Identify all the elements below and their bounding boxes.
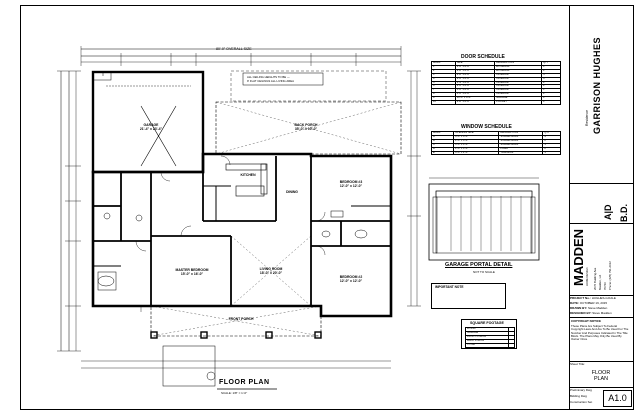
phase-bidding: Bidding Dwg [570, 394, 587, 398]
copyright-text: These Plans Are Subject To Federal Copyr… [571, 324, 629, 342]
room-dining: DINING [286, 190, 298, 194]
plan-note-1: ALL CEILING HEIGHTS TO BE --- [247, 75, 290, 79]
address-line-4: Phone: (225) 791-2612 [608, 261, 612, 290]
plan-note-2: 9' FLAT CEILINGS ALL LIVING AREA [247, 79, 294, 83]
company-cell: MADDEN HOME DESIGN 2076 Building Ave Mad… [569, 224, 633, 296]
table-row: TOTAL [464, 342, 515, 348]
address-line-1: 2076 Building Ave [593, 267, 597, 290]
floor-plan-drawing [57, 46, 540, 390]
project-number-row: PROJECT No.: HUGHES-GOALE [570, 296, 616, 300]
square-footage-box: SQUARE FOOTAGE LIVING GARAGE FRONT PORCH… [461, 319, 517, 349]
overall-dimension-label: 80'-0" OVERALL SIZE [216, 47, 252, 51]
date-row: DATE: OCTOBER 19, 2015 [570, 301, 608, 305]
designed-by-row: DESIGNED BY: Steve Madden [570, 311, 612, 315]
client-prefix: Residence [585, 109, 589, 126]
drawn-by-row: DRAWN BY: Steve Madden [570, 306, 608, 310]
phase-preliminary: Preliminary Dwg [570, 388, 592, 392]
title-block: Residence GARRISON HUGHES A|D B.D. MADDE… [569, 6, 633, 409]
drawing-sheet: 80'-0" OVERALL SIZE ALL CEILING HEIGHTS … [20, 5, 634, 410]
bd-mark: B.D. [619, 204, 629, 222]
garage-portal-detail-title: GARAGE PORTAL DETAIL [445, 262, 513, 268]
floor-plan-caption: FLOOR PLAN [219, 379, 270, 386]
phase-construction: Construction Set [570, 400, 593, 404]
project-info-cell: PROJECT No.: HUGHES-GOALE DATE: OCTOBER … [569, 296, 633, 318]
window-schedule-title: WINDOW SCHEDULE [461, 124, 512, 130]
door-schedule-title: DOOR SCHEDULE [461, 54, 505, 60]
square-footage-table: LIVING GARAGE FRONT PORCH BACK PORCH TOT… [464, 327, 515, 348]
ad-bd-cell: A|D B.D. [569, 184, 633, 224]
important-note-box: IMPORTANT NOTE [431, 283, 506, 309]
company-logo: MADDEN [571, 228, 586, 286]
ad-mark: A|D [603, 204, 613, 220]
important-note-title: IMPORTANT NOTE [435, 285, 464, 289]
sheet-title: FLOOR PLAN [591, 370, 611, 382]
client-name: GARRISON HUGHES [592, 36, 602, 134]
plan-area: 80'-0" OVERALL SIZE ALL CEILING HEIGHTS … [21, 6, 570, 409]
copyright-cell: COPYRIGHT NOTICE These Plans Are Subject… [569, 318, 633, 362]
address-line-2: Madden, LA [598, 274, 602, 290]
floor-plan-scale: SCALE: 1/8" = 1'-0" [221, 391, 248, 395]
company-sub: HOME DESIGN [586, 267, 589, 286]
client-cell: Residence GARRISON HUGHES [569, 6, 633, 184]
sheet-number: A1.0 [603, 390, 632, 407]
room-front-porch: FRONT PORCH [228, 317, 254, 321]
square-footage-title: SQUARE FOOTAGE [470, 321, 504, 325]
sheet-title-label: Sheet Title: [570, 362, 586, 366]
sheet-title-cell: Sheet Title: FLOOR PLAN [569, 362, 633, 388]
copyright-title: COPYRIGHT NOTICE [571, 319, 602, 323]
sheet-number-cell: Preliminary Dwg Bidding Dwg Construction… [569, 388, 633, 409]
address-line-3: 70726 [603, 282, 607, 290]
garage-portal-detail-scale: NOT TO SCALE [473, 270, 495, 274]
room-kitchen: KITCHEN [240, 173, 256, 177]
